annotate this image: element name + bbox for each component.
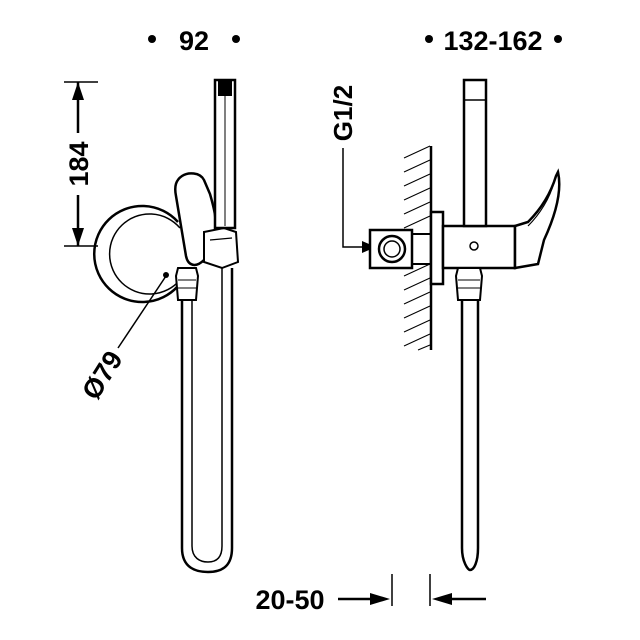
thread-label: G1/2 (328, 85, 358, 141)
height-dimension (64, 81, 98, 247)
width-label: 92 (179, 26, 209, 56)
diameter-leader (117, 272, 169, 349)
wall-offset-label: 20-50 (255, 585, 324, 615)
depth-dimension: 132-162 (425, 26, 562, 56)
width-dimension: 92 (148, 26, 240, 56)
wall-offset-dimension (338, 574, 486, 606)
depth-label: 132-162 (443, 26, 542, 56)
front-view (93, 78, 240, 574)
height-label: 184 (64, 141, 94, 186)
diameter-label: Ø79 (76, 346, 128, 405)
side-view (368, 78, 561, 572)
